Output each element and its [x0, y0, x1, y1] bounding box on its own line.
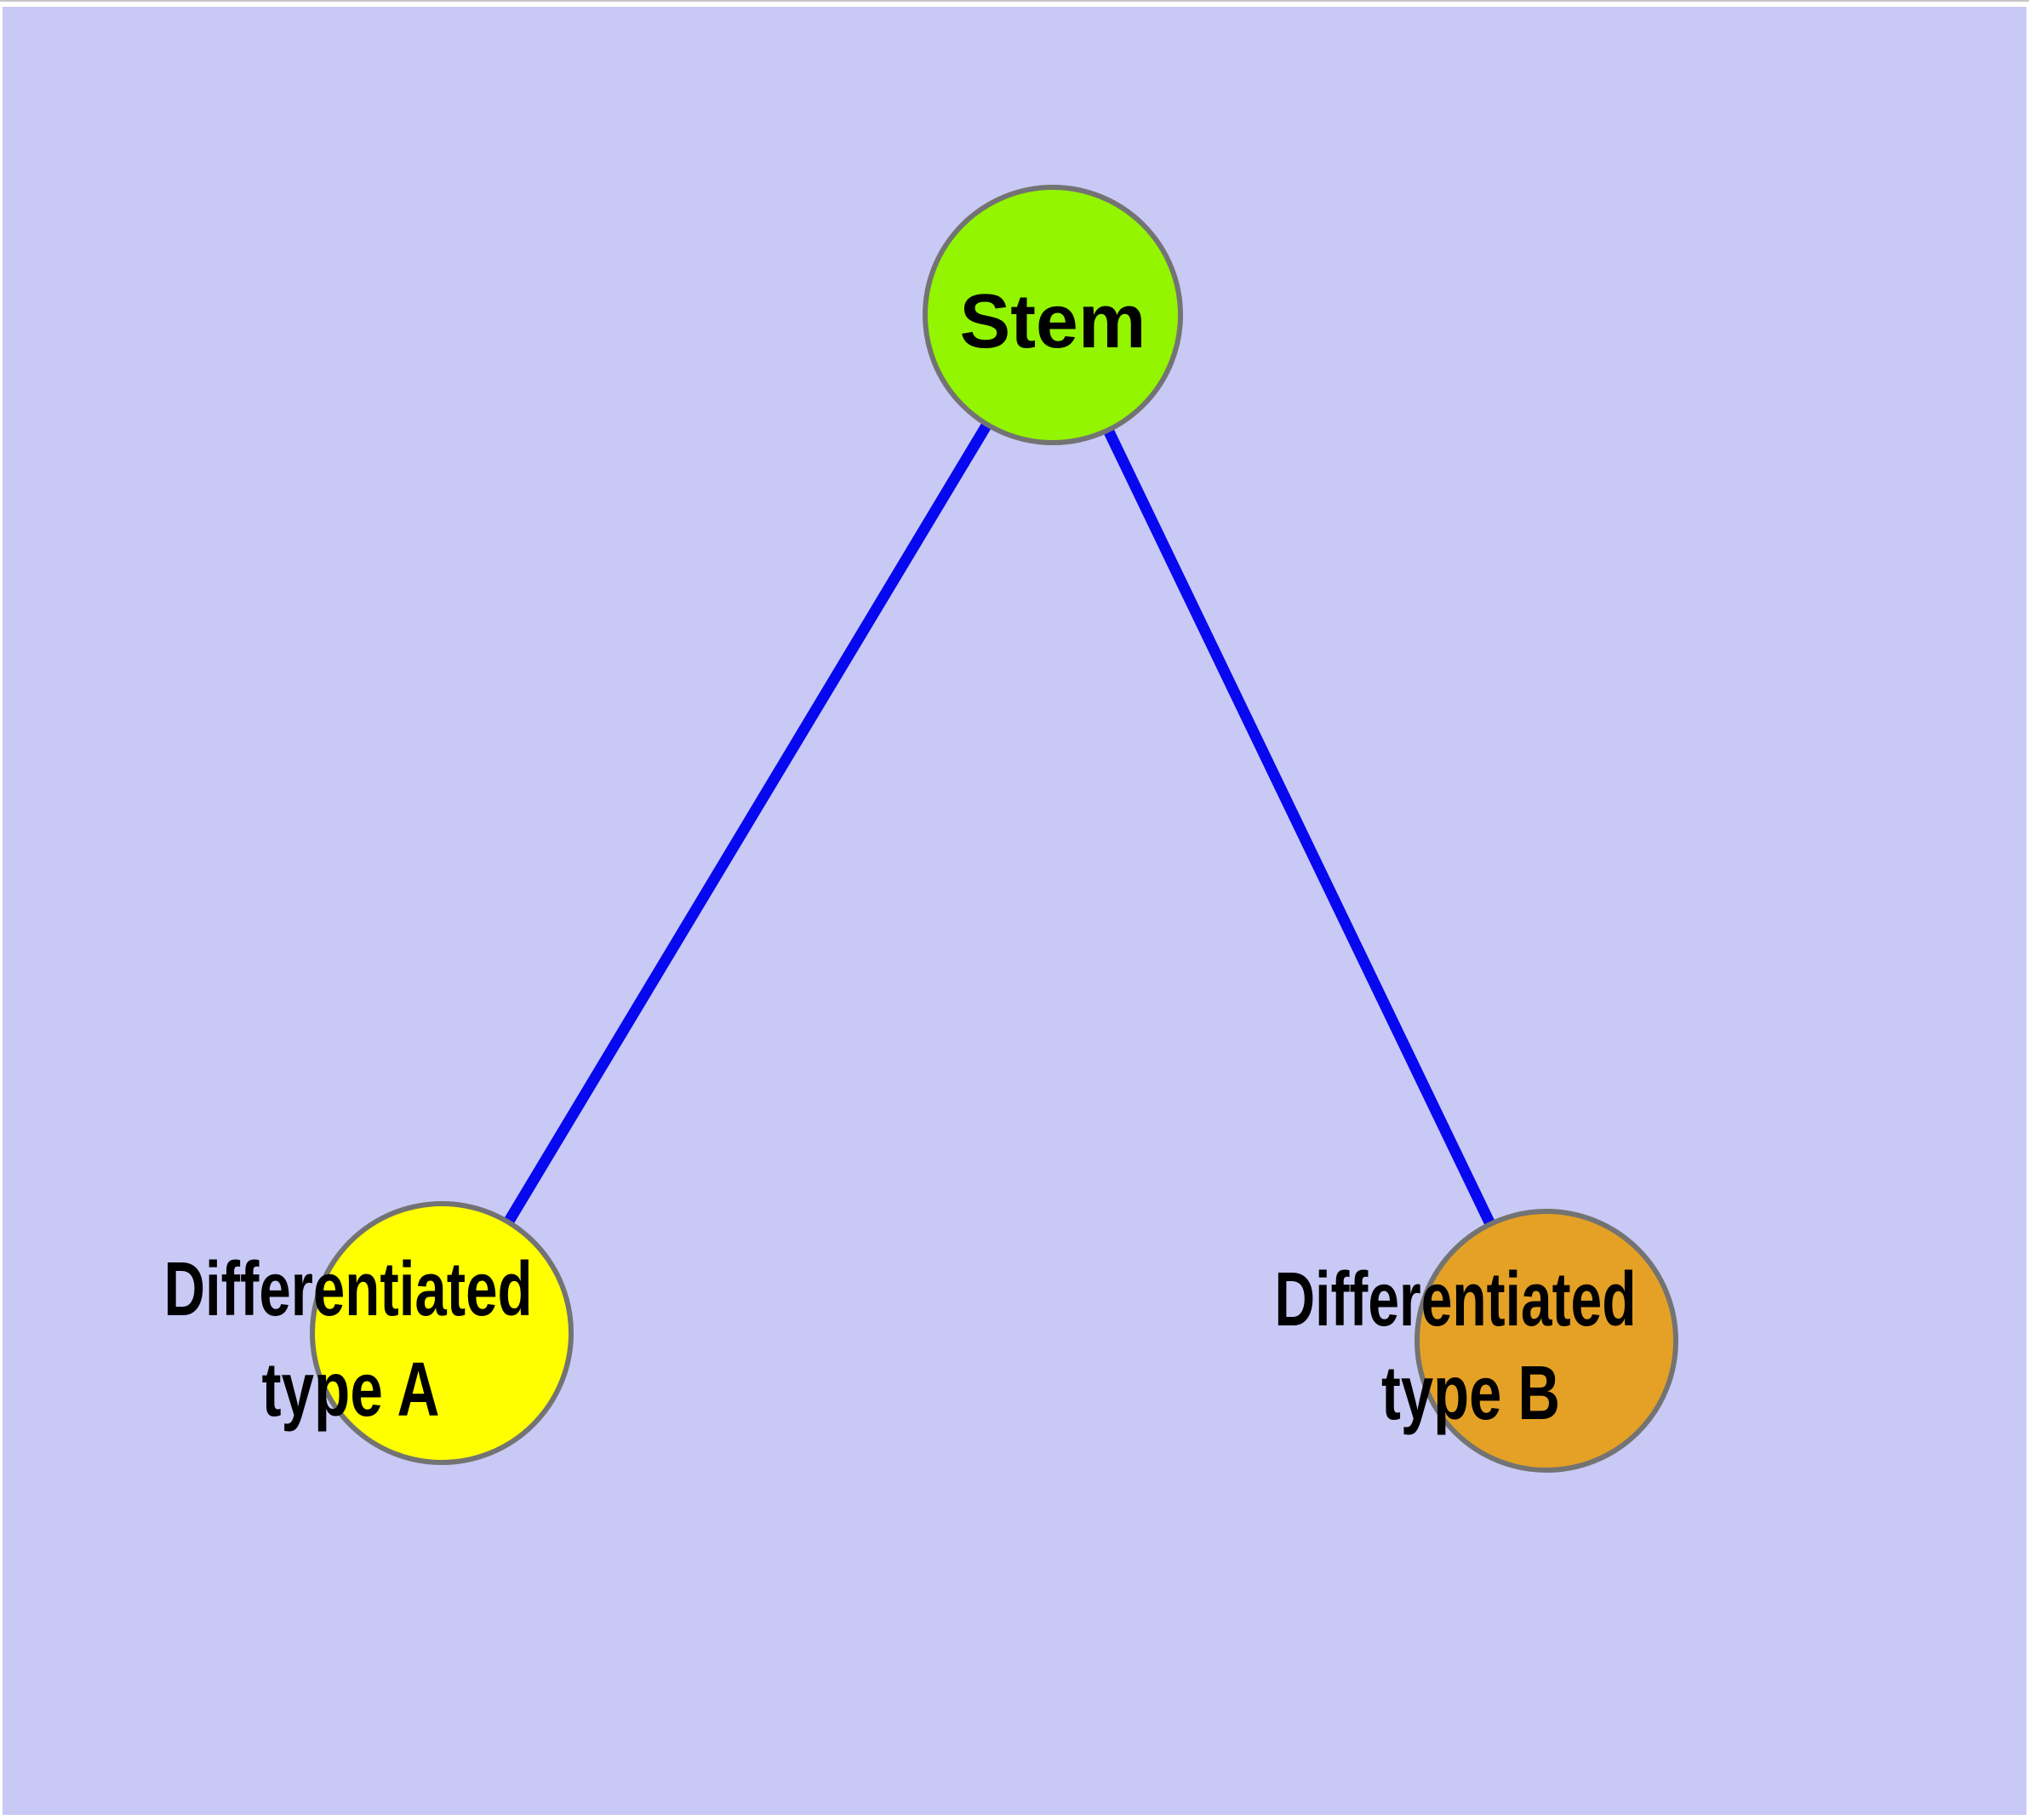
edge-stem-to-type-a: [437, 312, 1058, 1336]
node-stem-circle: [923, 185, 1183, 445]
node-type-b-label-line1: Differentiated: [1275, 1257, 1637, 1342]
node-differentiated-type-b-circle: [1415, 1209, 1678, 1473]
node-differentiated-type-a-circle: [310, 1201, 574, 1465]
node-stem-label: Stem: [960, 279, 1146, 364]
node-type-b-label-line2: type B: [1381, 1351, 1560, 1436]
node-type-a-label-line1: Differentiated: [164, 1247, 533, 1332]
edge-stem-to-type-b: [1048, 312, 1552, 1343]
top-edge-line: [0, 0, 2029, 2]
node-type-a-label-line2: type A: [262, 1348, 440, 1433]
